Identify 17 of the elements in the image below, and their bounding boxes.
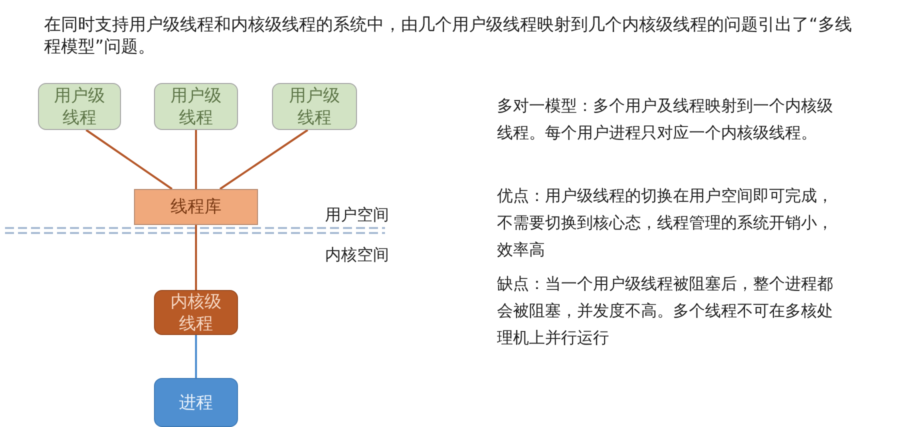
description-text: 优点：用户级线程的切换在用户空间即可完成，不需要切换到核心态，线程管理的系统开销小，效率高 [497, 185, 834, 261]
thread-box: 用户级线程 [38, 83, 121, 130]
connector-line [86, 129, 173, 190]
connector-line [195, 335, 197, 378]
description-text: 多对一模型：多个用户及线程映射到一个内核级线程。每个用户进程只对应一个内核级线程。 [497, 95, 834, 144]
connector-line [219, 129, 308, 190]
connector-line [195, 130, 197, 189]
thread-box: 内核级线程 [154, 290, 238, 335]
thread-box: 用户级线程 [154, 83, 238, 130]
space-label: 用户空间 [325, 204, 390, 226]
description-text: 缺点：当一个用户级线程被阻塞后，整个进程都会被阻塞，并发度不高。多个线程不可在多核处理机上并行运行 [497, 273, 834, 349]
space-label: 内核空间 [325, 244, 390, 266]
title-text: 在同时支持用户级线程和内核级线程的系统中，由几个用户级线程映射到几个内核级线程的问题引出了“多线程模型”问题。 [44, 14, 853, 58]
library-box: 线程库 [134, 189, 258, 225]
connector-line [195, 225, 197, 290]
process-box: 进程 [154, 378, 238, 427]
thread-box: 用户级线程 [272, 83, 357, 130]
